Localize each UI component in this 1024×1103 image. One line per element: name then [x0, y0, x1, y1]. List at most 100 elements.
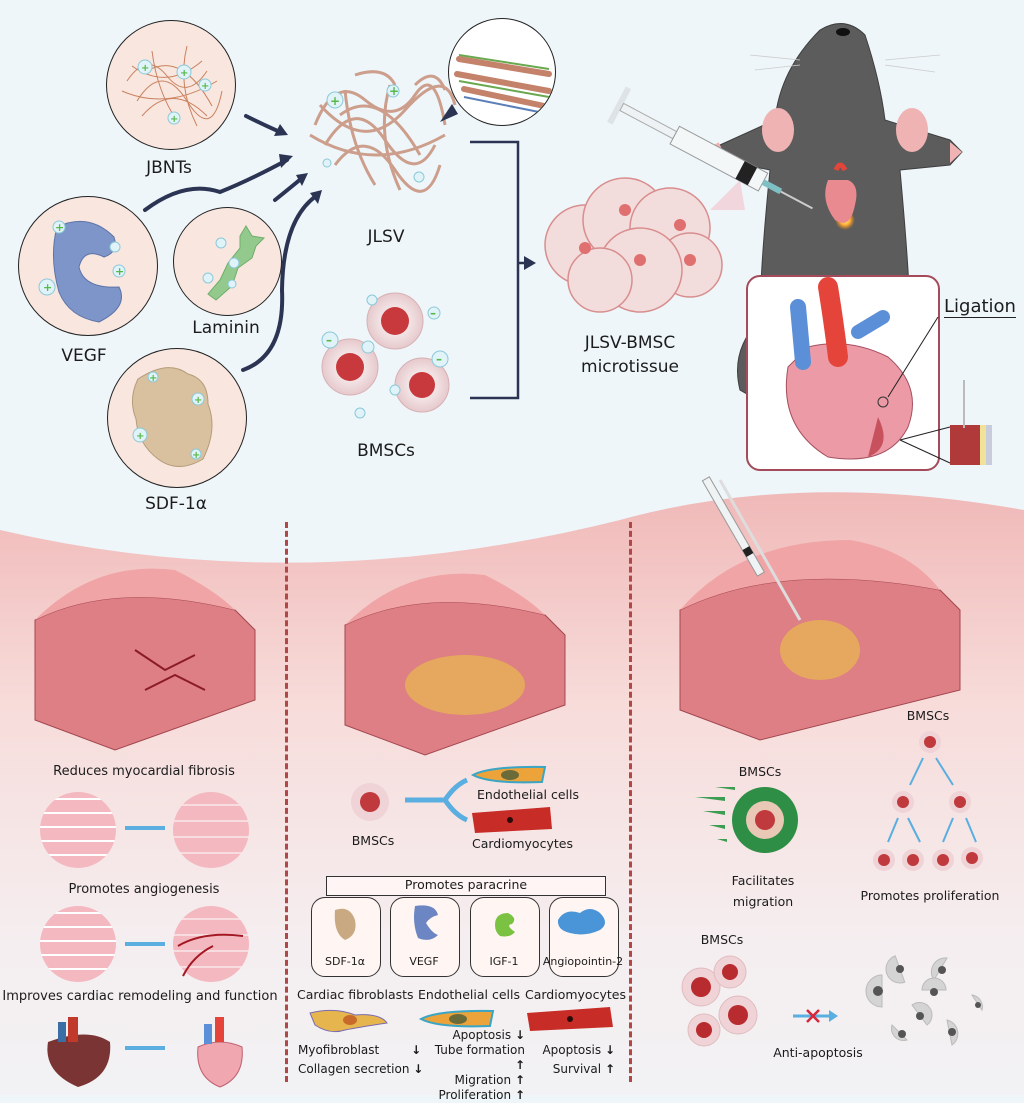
vegf-protein-icon: +++: [38, 220, 126, 323]
arrow-vegf: [143, 158, 289, 212]
effect-tube-formation: Tube formation ↑: [434, 1043, 525, 1072]
effect-collagen: Collagen secretion ↓: [298, 1062, 424, 1076]
angiogenesis-before-circle: [40, 906, 116, 982]
svg-text:+: +: [389, 84, 399, 98]
igf1-factor-icon: [495, 913, 515, 937]
cardiomyocyte-target-icon: [527, 1007, 613, 1031]
remodeling-arrow: [125, 1046, 165, 1050]
tissue-block-injection: [679, 479, 961, 741]
svg-text:+: +: [170, 114, 178, 125]
arrow-jbnts: [244, 114, 282, 134]
microtissue-label-line2: microtissue: [581, 357, 679, 377]
bmsc-cells-illustration: –––: [321, 292, 450, 419]
fibrosis-arrow: [125, 826, 165, 830]
bmscs-label: BMSCs: [357, 441, 415, 461]
arrowhead: [296, 173, 308, 186]
differentiation-arrows: [405, 777, 469, 823]
laminin-protein-icon: [202, 225, 266, 301]
tissue-block-fibrotic: [34, 568, 256, 751]
svg-text:+: +: [136, 431, 144, 442]
svg-text:+: +: [55, 221, 64, 234]
arrowhead: [279, 154, 293, 168]
vegf-label: VEGF: [61, 346, 107, 366]
proliferation-tree: [873, 731, 983, 871]
target-title-cardiomyocytes: Cardiomyocytes: [525, 987, 626, 1002]
migration-label: Facilitates migration: [732, 870, 795, 912]
healthy-bmscs-cluster: [681, 955, 758, 1047]
svg-text:+: +: [194, 395, 202, 406]
vegf-factor-icon: [414, 905, 438, 940]
laminin-circle: [173, 207, 282, 316]
svg-text:+: +: [141, 63, 149, 74]
bmsc-cell: [366, 292, 424, 350]
svg-text:+: +: [192, 450, 200, 461]
mid-bmscs-label: BMSCs: [351, 833, 395, 848]
effect-survival: Survival ↑: [552, 1062, 615, 1076]
effect-migration: Migration ↑: [454, 1073, 525, 1087]
factor-label-igf: IGF-1: [489, 955, 519, 968]
svg-text:–: –: [436, 352, 442, 366]
bmsc-cell: [394, 357, 450, 413]
sdf1a-protein-icon: ++++: [132, 367, 213, 467]
mid-cardiomyocytes-label: Cardiomyocytes: [472, 836, 573, 851]
microtissue-label: JLSV-BMSC microtissue: [581, 331, 679, 379]
small-heart: [825, 180, 857, 223]
paracrine-bracket: [326, 876, 606, 896]
jlsv-scaffold-illustration: ++: [309, 70, 457, 193]
arrow-sdf: [241, 194, 318, 372]
tissue-syringe-icon: [701, 476, 766, 577]
svg-text:+: +: [201, 81, 209, 92]
up-arrow-icon: ↑: [514, 1073, 525, 1087]
bmsc-cell-icon: [351, 783, 389, 821]
arrowhead: [274, 124, 288, 136]
cardiomyocyte-effects: Apoptosis ↓ Survival ↑: [540, 1041, 615, 1079]
migration-label-line2: migration: [732, 894, 794, 909]
endothelial-target-icon: [418, 1009, 495, 1028]
cardiomyocyte-icon: [472, 807, 552, 833]
microtissue-illustration: [544, 177, 745, 313]
laminin-label: Laminin: [192, 318, 260, 338]
angiopoietin2-factor-icon: [557, 909, 605, 935]
migration-label-line1: Facilitates: [731, 873, 795, 888]
down-arrow-icon: ↓: [514, 1028, 525, 1042]
fiber-bundle-icon: [454, 54, 552, 115]
sdf-label: SDF-1α: [145, 494, 207, 514]
vessel-icon: [177, 933, 244, 977]
svg-text:–: –: [326, 333, 332, 347]
prolif-bmscs-label: BMSCs: [906, 708, 950, 723]
angiogenesis-arrow: [125, 942, 165, 946]
factor-label-angiopoietin: Angiopointin-2: [542, 955, 624, 968]
combine-bracket-arrow: [470, 140, 536, 400]
target-title-endothelial: Endothelial cells: [418, 987, 520, 1002]
heart-inset-box: [746, 275, 940, 471]
heading-angiogenesis: Promotes angiogenesis: [68, 882, 220, 897]
fibroblast-effects: Myofibroblast ↓ Collagen secretion ↓: [298, 1041, 423, 1079]
down-arrow-icon: ↓: [604, 1043, 615, 1057]
apop-bmscs-label: BMSCs: [700, 932, 744, 947]
proliferation-label: Promotes proliferation: [860, 888, 1000, 903]
svg-text:+: +: [43, 281, 52, 294]
factor-label-sdf: SDF-1α: [325, 955, 365, 968]
target-title-fibroblasts: Cardiac fibroblasts: [297, 987, 414, 1002]
endothelial-effects: Apoptosis ↓ Tube formation ↑ Migration ↑…: [425, 1028, 525, 1103]
effect-cm-apoptosis: Apoptosis ↓: [542, 1043, 615, 1057]
injection-site-detail: [899, 380, 992, 465]
anti-apoptosis-label: Anti-apoptosis: [773, 1045, 863, 1060]
fibrosis-before-circle: [40, 792, 116, 868]
endothelial-cell-icon: [470, 765, 547, 784]
sdf-circle: ++++: [107, 348, 247, 488]
heading-reduces-fibrosis: Reduces myocardial fibrosis: [53, 764, 235, 779]
bmsc-cell: [321, 338, 379, 396]
heart-illustration: [785, 277, 939, 460]
healthy-heart-icon: [197, 1017, 243, 1088]
blocked-arrow-icon: [793, 1009, 838, 1023]
heading-remodeling: Improves cardiac remodeling and function: [2, 989, 278, 1004]
diseased-heart-icon: [47, 1017, 111, 1087]
fiber-zoom-circle: [448, 18, 556, 126]
mid-endothelial-label: Endothelial cells: [477, 787, 579, 802]
up-arrow-icon: ↑: [514, 1088, 525, 1102]
apoptotic-fragments: [865, 955, 983, 1046]
arrowhead: [310, 190, 322, 204]
jlsv-label: JLSV: [367, 227, 405, 247]
panel-divider-left: [285, 522, 288, 1082]
